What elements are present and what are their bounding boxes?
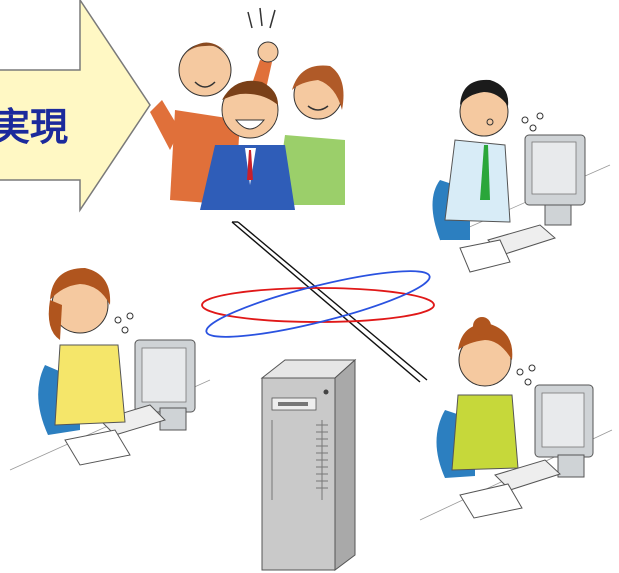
callout-arrow: 実現 (0, 0, 151, 213)
cheering-group-icon (150, 7, 345, 210)
callout-text: 実現 (0, 105, 68, 149)
worker-top-right-icon (432, 79, 611, 273)
network-link-lines (231, 221, 428, 383)
blue-network-ring (205, 270, 431, 338)
worker-bottom-right-icon (419, 317, 613, 521)
worker-left-icon (9, 268, 211, 471)
red-network-ring (201, 287, 435, 323)
server-tower-icon (260, 358, 357, 571)
